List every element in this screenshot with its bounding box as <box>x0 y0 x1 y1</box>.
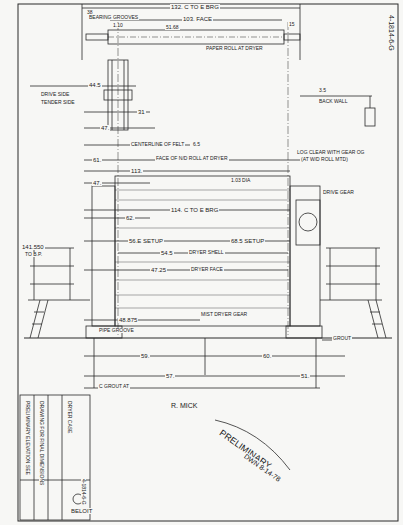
drawing-label: 48.875 <box>118 317 138 323</box>
drawing-label: PIPE GROOVE <box>98 328 135 333</box>
drawing-label: BEARING GROOVES <box>88 15 139 20</box>
drawing-label: TO B.P. <box>24 252 43 257</box>
drawing-label: BELOIT <box>70 508 93 514</box>
drawing-label: CENTERLINE OF FELT <box>130 142 185 147</box>
drawing-label: 3.5 <box>318 88 327 93</box>
drawing-label: FACE OF N/D ROLL AT DRYER <box>155 156 229 161</box>
drawing-label: 60. <box>262 353 272 359</box>
drawing-label: 47. <box>100 125 110 131</box>
drawing-label: 57. <box>165 373 175 379</box>
drawing-label: 59. <box>140 353 150 359</box>
drawing-label: C GROUT AT <box>98 384 130 389</box>
drawing-label: 47. <box>92 180 102 186</box>
drawing-label: 62. <box>125 215 135 221</box>
drawing-label: GROUT <box>332 336 352 341</box>
drawing-label: 68.5 SETUP <box>230 238 265 244</box>
drawing-label: TENDER SIDE <box>40 100 76 105</box>
drawing-label: 103. FACE <box>182 16 213 22</box>
drawing-label: 54.5 <box>160 250 174 256</box>
drawing-label: 141.550 <box>21 244 45 250</box>
drawing-label: 15 <box>288 22 296 27</box>
drawing-label: MIST DRYER GEAR <box>200 312 248 317</box>
title-block <box>20 395 90 520</box>
drawing-label: 61. <box>92 157 102 163</box>
drawing-label: DRYER SHELL <box>188 250 225 255</box>
drawing-label: DRYER FACE <box>190 267 224 272</box>
drawing-label: DRIVE SIDE <box>40 92 70 97</box>
drawing-label: (AT W/D ROLL MTD) <box>300 157 349 162</box>
drawing-label: 1.10 <box>112 23 124 28</box>
drawing-label: 114. C TO E BRG <box>170 207 219 213</box>
sheet-border <box>18 4 398 521</box>
drawing-label: 4-1814-6-G <box>388 14 395 52</box>
drawing-label: 132. C TO E BRG <box>170 4 220 10</box>
counterweight <box>365 108 375 126</box>
drawing-label: R. MICK <box>170 402 198 409</box>
drawing-label: BACK WALL <box>318 99 348 104</box>
drawing-label: DRYER CASE <box>67 400 72 434</box>
drawing-label: DRAWING FOR FINAL DIMENSIONS <box>39 400 44 486</box>
drawing-label: 1.03 DIA <box>230 178 251 183</box>
drawing-label: 51. <box>300 373 310 379</box>
drawing-label: 31 <box>137 109 146 115</box>
drawing-label: 56.E SETUP <box>128 238 164 244</box>
front-frame <box>92 186 115 326</box>
back-frame <box>290 186 320 326</box>
drawing-label: PRELIMINARY ELEVATION SEE <box>25 400 30 476</box>
bearing-stand <box>108 60 128 130</box>
drawing-label: PAPER ROLL AT DRYER <box>205 46 264 51</box>
drawing-label: 113. <box>130 168 143 174</box>
paper-roll <box>108 30 284 44</box>
drawing-label: 51.68 <box>165 25 180 30</box>
drawing-label: 47.25 <box>150 267 167 273</box>
drawing-label: 44.5 <box>88 82 102 88</box>
drawing-label: 4-1814-6-G <box>81 478 86 506</box>
drawing-label: DRIVE GEAR <box>322 190 355 195</box>
drawing-label: 6.5 <box>192 142 201 147</box>
drawing-label: LOG CLEAR WITH GEAR OG <box>296 150 366 155</box>
dryer-cylinder <box>115 176 290 326</box>
